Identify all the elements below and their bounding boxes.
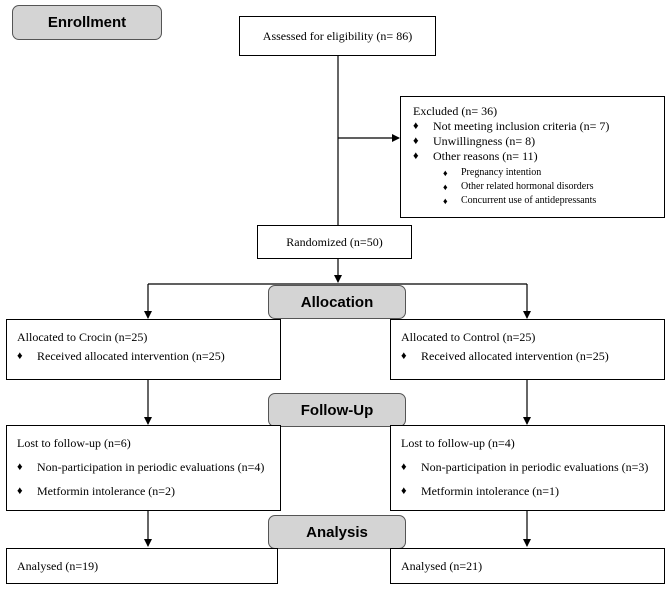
excluded-sub-item: Other related hormonal disorders [413, 180, 664, 194]
enrollment-stage-label: Enrollment [12, 5, 162, 40]
randomized-box: Randomized (n=50) [257, 225, 412, 259]
crocin-allocation-box: Allocated to Crocin (n=25) Received allo… [6, 319, 281, 380]
control-received-text: Received allocated intervention (n=25) [401, 349, 664, 364]
control-allocation-box: Allocated to Control (n=25) Received all… [390, 319, 665, 380]
crocin-analysis-box: Analysed (n=19) [6, 548, 278, 584]
crocin-intolerance-text: Metformin intolerance (n=2) [17, 484, 280, 499]
crocin-followup-box: Lost to follow-up (n=6) Non-participatio… [6, 425, 281, 511]
excluded-title: Excluded (n= 36) [413, 104, 498, 118]
excluded-box: Excluded (n= 36) Not meeting inclusion c… [400, 96, 665, 218]
crocin-nonparticipation-text: Non-participation in periodic evaluation… [17, 460, 280, 475]
excluded-sub-item: Concurrent use of antidepressants [413, 194, 664, 208]
excluded-item: Not meeting inclusion criteria (n= 7) [413, 119, 664, 134]
excluded-item: Unwillingness (n= 8) [413, 134, 664, 149]
followup-stage-label: Follow-Up [268, 393, 406, 427]
assessed-text: Assessed for eligibility (n= 86) [262, 28, 413, 43]
crocin-analysed-text: Analysed (n=19) [17, 558, 99, 573]
allocation-stage-label: Allocation [268, 285, 406, 319]
control-followup-box: Lost to follow-up (n=4) Non-participatio… [390, 425, 665, 511]
crocin-received-text: Received allocated intervention (n=25) [17, 349, 280, 364]
control-intolerance-text: Metformin intolerance (n=1) [401, 484, 664, 499]
excluded-item: Other reasons (n= 11) [413, 149, 664, 164]
crocin-lost-text: Lost to follow-up (n=6) [17, 436, 131, 450]
analysis-stage-label: Analysis [268, 515, 406, 549]
crocin-allocated-text: Allocated to Crocin (n=25) [17, 330, 148, 344]
control-analysed-text: Analysed (n=21) [401, 558, 483, 573]
control-nonparticipation-text: Non-participation in periodic evaluation… [401, 460, 664, 475]
excluded-sub-item: Pregnancy intention [413, 166, 664, 180]
randomized-text: Randomized (n=50) [286, 234, 383, 249]
assessed-box: Assessed for eligibility (n= 86) [239, 16, 436, 56]
control-allocated-text: Allocated to Control (n=25) [401, 330, 536, 344]
control-analysis-box: Analysed (n=21) [390, 548, 665, 584]
control-lost-text: Lost to follow-up (n=4) [401, 436, 515, 450]
